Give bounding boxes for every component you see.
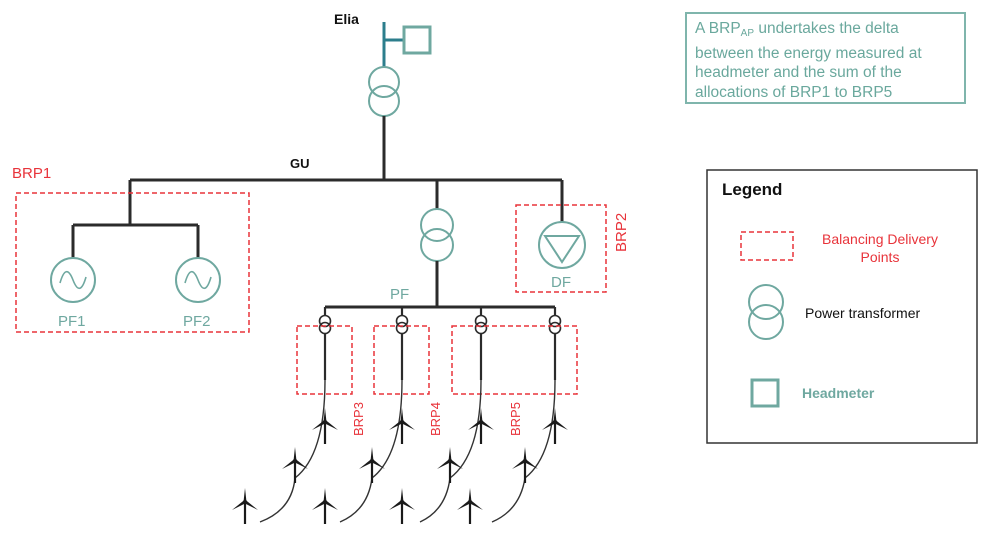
legend-headmeter-label: Headmeter [802, 385, 875, 401]
brp3-delivery-point-box [296, 325, 353, 395]
brp2-label: BRP2 [613, 213, 630, 252]
wind-turbine-icon [357, 445, 387, 485]
headmeter-icon [402, 25, 432, 55]
legend-bdp-line2: Points [861, 249, 900, 265]
elia-label: Elia [334, 11, 359, 27]
legend-headmeter-icon [750, 378, 780, 408]
df-load-icon [538, 221, 586, 269]
pf1-generator-icon [50, 257, 96, 303]
wind-feeder-3 [474, 305, 488, 382]
brp4-delivery-point-box [373, 325, 430, 395]
pf2-label: PF2 [183, 313, 211, 330]
wind-turbine-icon [387, 486, 417, 526]
main-transformer-icon [368, 66, 400, 117]
note-prefix: A BRP [695, 20, 741, 37]
pf-label: PF [390, 286, 409, 303]
note-suffix: undertakes the delta between the energy … [695, 20, 922, 101]
wind-turbine-icon [230, 486, 260, 526]
wind-turbine-icon [387, 406, 417, 446]
df-label: DF [551, 274, 571, 291]
note-subscript: AP [740, 28, 755, 39]
brp2-delivery-point-box [515, 204, 607, 293]
brp-ap-note: A BRPAP undertakes the delta between the… [685, 12, 966, 104]
brp3-label: BRP3 [351, 402, 366, 436]
legend-transformer-icon [748, 284, 784, 340]
brp1-delivery-point-box [15, 192, 250, 333]
wind-turbine-icon [510, 445, 540, 485]
legend-transformer-label: Power transformer [805, 305, 920, 321]
gu-label: GU [290, 156, 310, 171]
pf2-generator-icon [175, 257, 221, 303]
legend-title: Legend [722, 180, 782, 199]
wind-turbine-icon [435, 445, 465, 485]
wind-turbine-icon [310, 406, 340, 446]
legend-bdp-icon [740, 231, 794, 261]
brp5-label: BRP5 [508, 402, 523, 436]
wind-turbine-icon [310, 486, 340, 526]
turbine-cables [259, 379, 556, 523]
wind-feeder-4 [548, 305, 562, 382]
pf-transformer-icon [420, 208, 454, 262]
wind-turbine-icon [466, 406, 496, 446]
brp4-label: BRP4 [428, 402, 443, 436]
wind-feeder-2 [395, 305, 409, 382]
wind-turbine-icon [540, 406, 570, 446]
legend-bdp-line1: Balancing Delivery [822, 231, 938, 247]
wind-feeder-1 [318, 305, 332, 382]
pf1-label: PF1 [58, 313, 86, 330]
brp5-delivery-point-box [451, 325, 578, 395]
legend: Legend Balancing Delivery Points Power t… [706, 169, 978, 444]
elia-connection: Elia [334, 11, 432, 68]
brp1-label: BRP1 [12, 165, 51, 182]
wind-turbine-icon [280, 445, 310, 485]
wind-turbine-icon [455, 486, 485, 526]
